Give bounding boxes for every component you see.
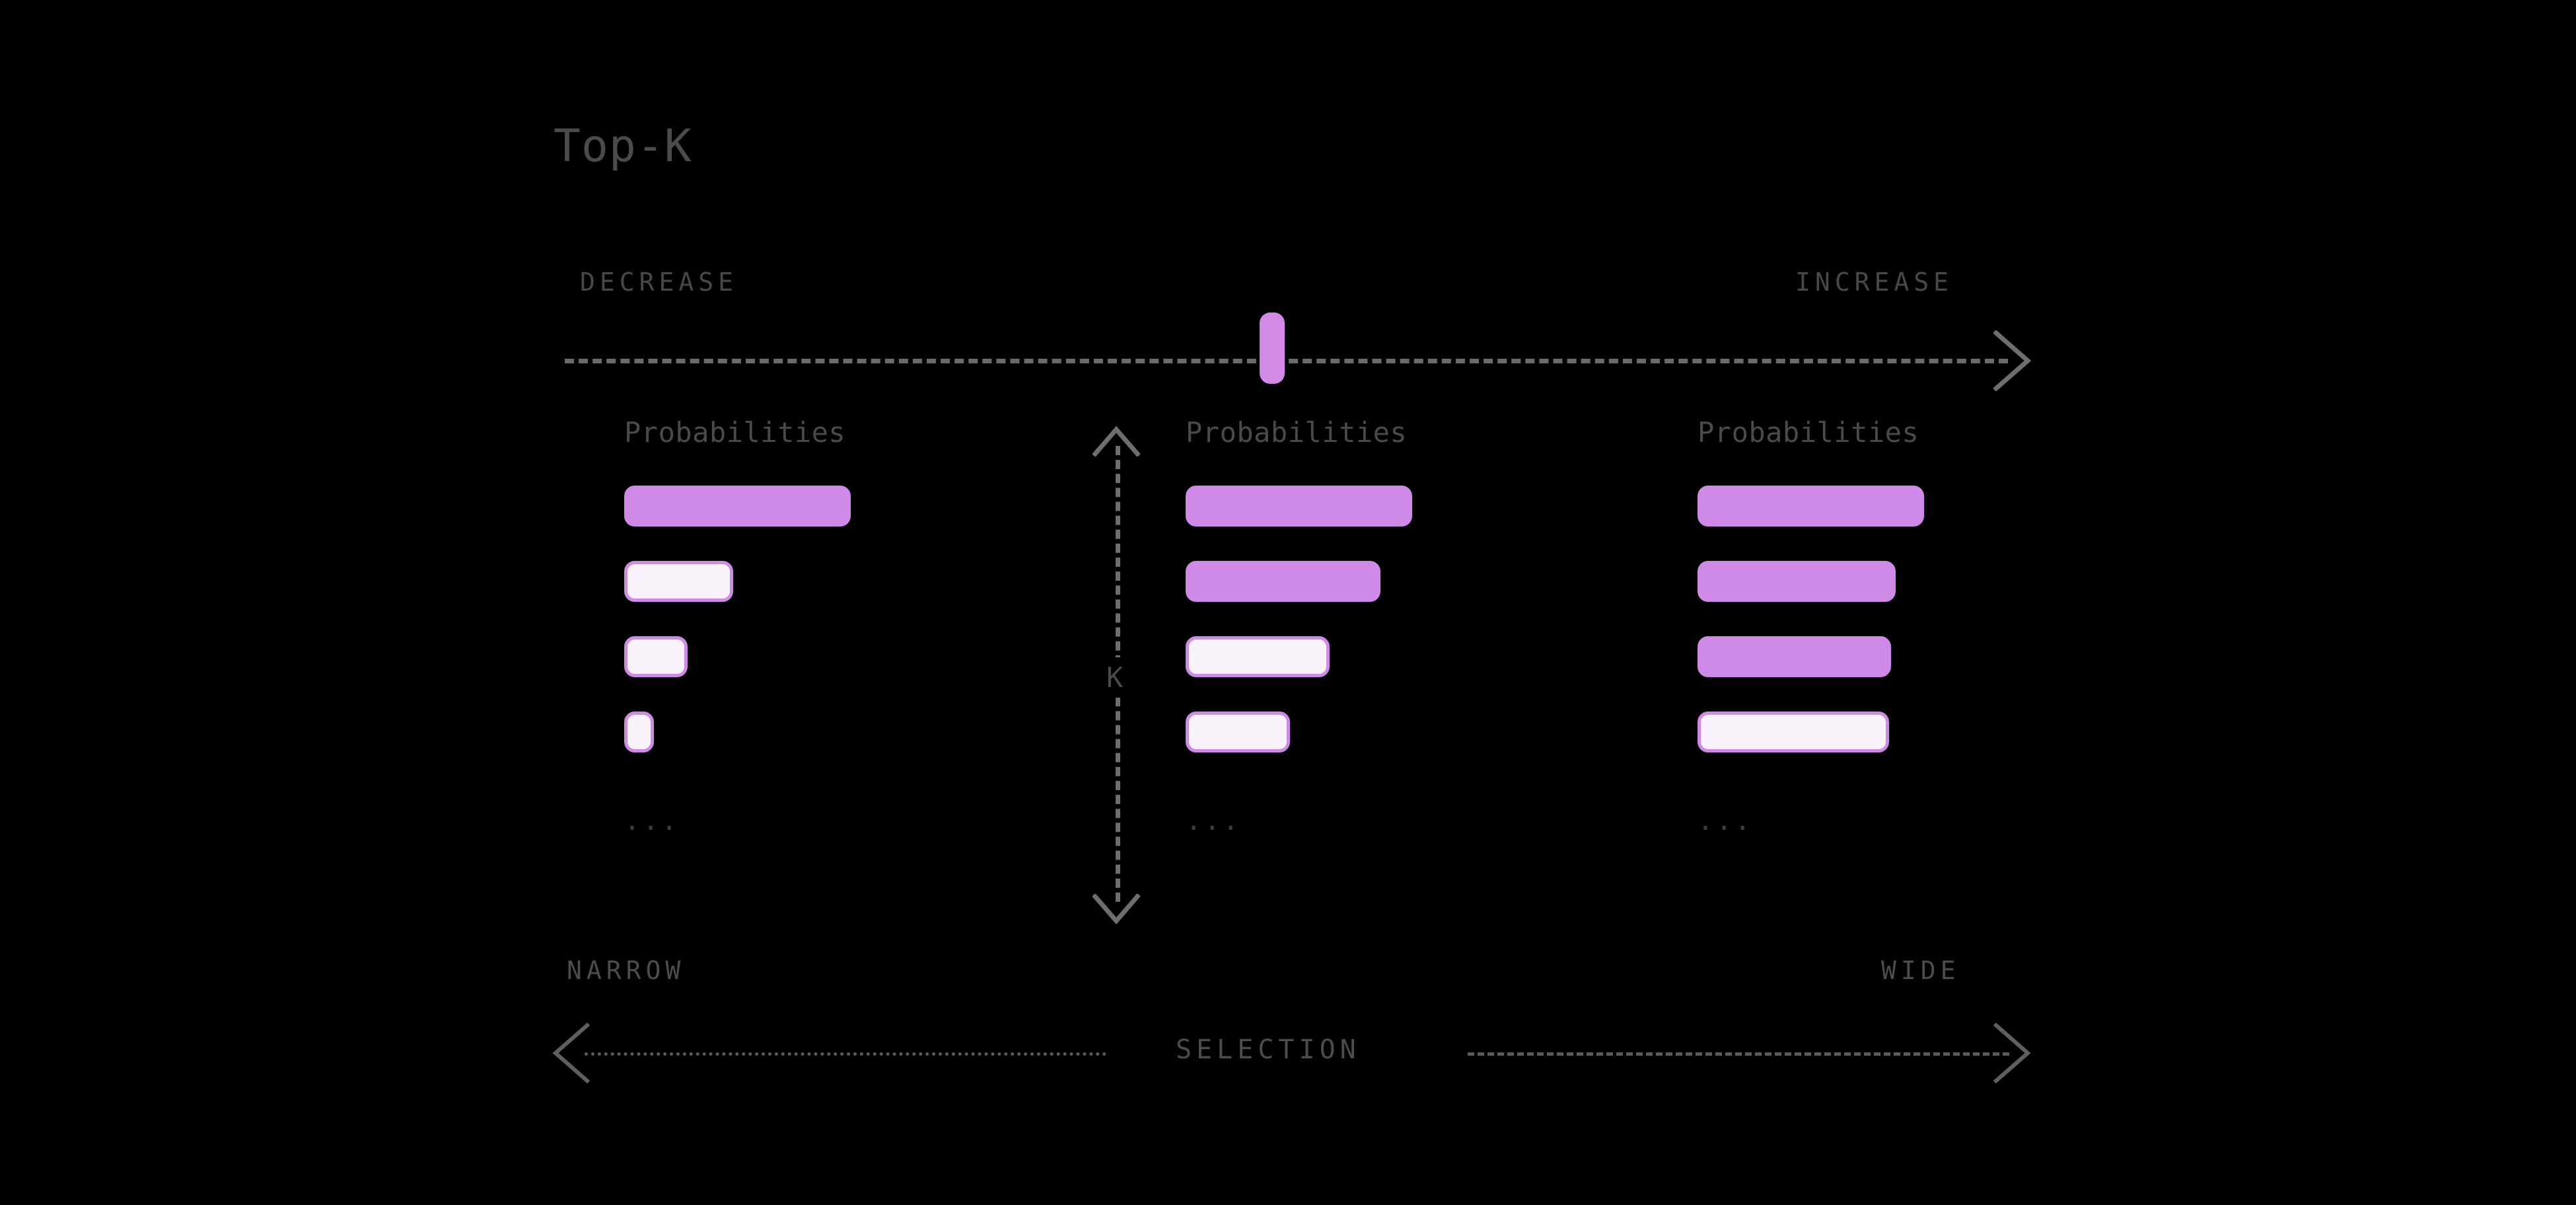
group-title: Probabilities <box>1698 416 1919 449</box>
arrow-down-icon <box>1092 894 1140 924</box>
group-title: Probabilities <box>624 416 846 449</box>
probability-bar[interactable] <box>1698 712 1889 752</box>
probability-bar[interactable] <box>1186 486 1412 527</box>
probability-bar[interactable] <box>624 561 733 602</box>
page-title: Top-K <box>554 120 692 172</box>
axis-label-wide: WIDE <box>1881 956 1960 985</box>
probability-bar[interactable] <box>1186 636 1330 677</box>
selection-track-left <box>585 1052 1106 1056</box>
probability-bar[interactable] <box>624 712 654 752</box>
selection-track-right <box>1468 1052 2009 1056</box>
arrow-up-icon <box>1092 426 1140 456</box>
topk-slider-track[interactable] <box>565 359 2008 363</box>
probability-bar[interactable] <box>1698 636 1891 677</box>
topk-slider-thumb[interactable] <box>1259 312 1285 384</box>
k-axis-label: K <box>1100 657 1130 698</box>
selection-axis-label: SELECTION <box>1176 1035 1361 1065</box>
truncation-ellipsis: ... <box>1698 806 1754 836</box>
axis-label-increase: INCREASE <box>1795 268 1954 297</box>
probability-bar[interactable] <box>1186 712 1290 752</box>
arrow-right-icon <box>1993 1023 2031 1083</box>
probability-bar[interactable] <box>624 636 688 677</box>
arrow-right-icon <box>1993 330 2032 391</box>
group-title: Probabilities <box>1186 416 1408 449</box>
arrow-left-icon <box>552 1023 590 1083</box>
probability-bar[interactable] <box>1698 486 1924 527</box>
probability-bar[interactable] <box>624 486 851 527</box>
probability-bar[interactable] <box>1698 561 1896 602</box>
axis-label-narrow: NARROW <box>567 956 686 985</box>
truncation-ellipsis: ... <box>1186 806 1242 836</box>
truncation-ellipsis: ... <box>624 806 680 836</box>
axis-label-decrease: DECREASE <box>580 268 738 297</box>
probability-bar[interactable] <box>1186 561 1380 602</box>
